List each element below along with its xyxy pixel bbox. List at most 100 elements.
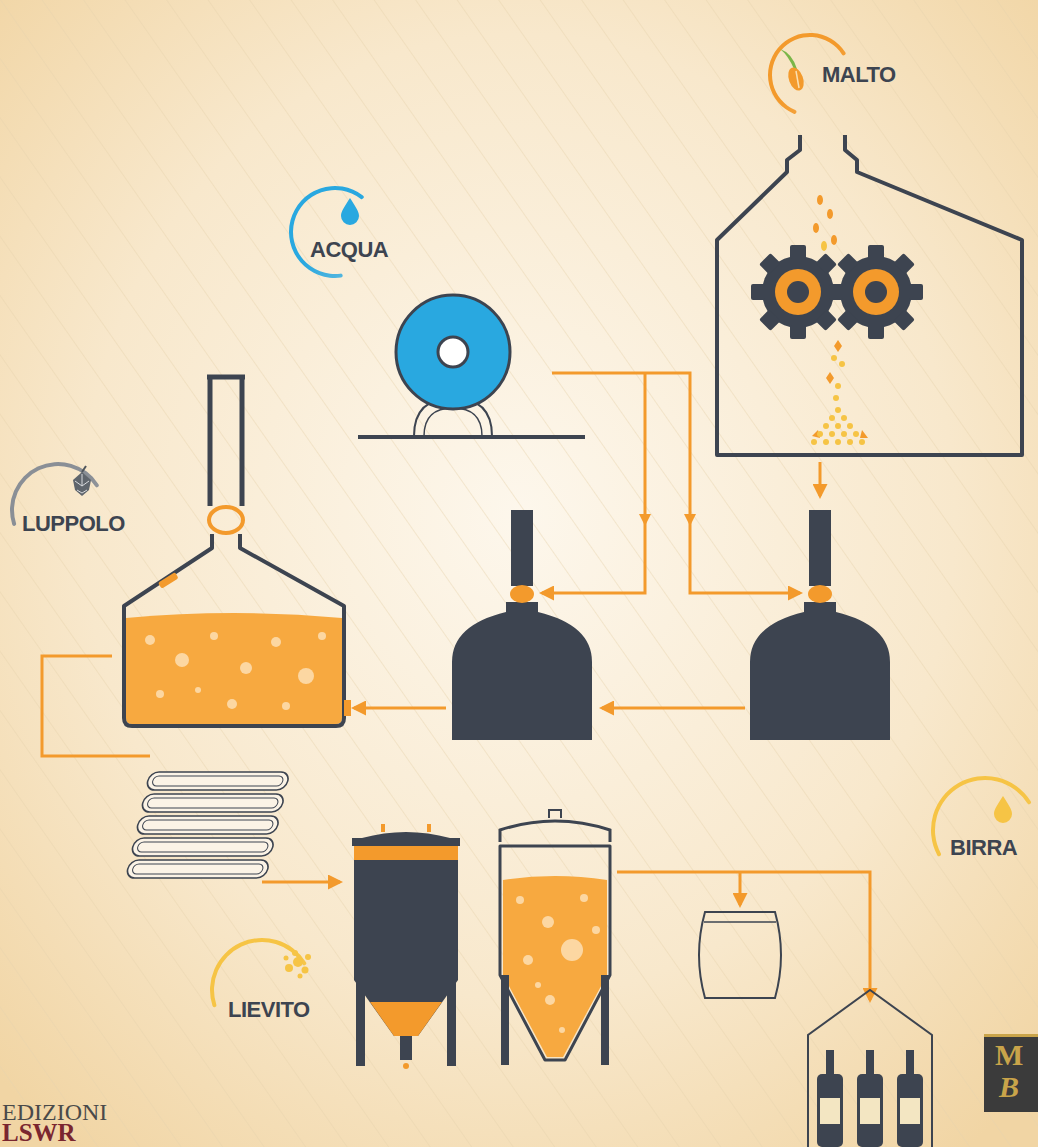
malt-mill	[834, 340, 842, 352]
water-pump	[424, 408, 482, 436]
flow-arrow	[639, 514, 651, 526]
fermenter-tank	[354, 860, 458, 980]
pipework	[542, 373, 645, 593]
fermenter-tank	[400, 1036, 412, 1060]
ingredient-icon	[73, 466, 91, 496]
ingredient-label: BIRRA	[950, 837, 1017, 859]
bottle-crate	[820, 1098, 840, 1124]
boil-kettle	[207, 377, 245, 506]
boil-kettle	[124, 534, 344, 726]
boil-kettle	[298, 668, 314, 684]
yeast-cell	[305, 954, 311, 960]
maturation-tank	[549, 810, 561, 818]
boil-kettle	[195, 687, 201, 693]
badge-arc	[289, 186, 364, 278]
maturation-tank	[500, 846, 610, 1060]
malt-mill	[841, 415, 847, 421]
yeast-cell	[292, 950, 298, 956]
malt-mill	[717, 135, 1022, 455]
logo-letter: B	[999, 1072, 1019, 1102]
maturation-tank	[601, 975, 609, 1065]
mash-tun	[808, 585, 832, 603]
publisher-logo: LSWR	[2, 1120, 76, 1145]
mash-tun	[750, 510, 890, 740]
fermenter-tank	[352, 838, 460, 846]
bottle-crate	[860, 1098, 880, 1124]
maturation-tank	[523, 955, 533, 965]
barrel	[699, 912, 781, 998]
badge-ring	[206, 934, 318, 1046]
malt-mill	[833, 395, 839, 401]
pipework	[819, 462, 822, 496]
boil-kettle	[158, 572, 179, 589]
wort-chiller	[131, 838, 275, 856]
pipework	[617, 872, 870, 1000]
boil-kettle	[240, 662, 252, 674]
boil-kettle	[145, 635, 155, 645]
badge-ring	[289, 186, 364, 278]
barrel	[704, 921, 776, 923]
malt-mill	[823, 439, 829, 445]
ingredient-badge: LUPPOLO	[6, 458, 129, 562]
boil-kettle	[156, 690, 164, 698]
maturation-tank	[542, 916, 554, 928]
boil-kettle	[344, 700, 351, 716]
fermenter-tank	[427, 824, 431, 832]
water-pump	[438, 337, 468, 367]
wort-chiller	[126, 772, 290, 878]
badge-ring	[210, 938, 311, 1007]
lauter-tun	[511, 510, 533, 586]
malt-mill	[831, 355, 837, 361]
barrel	[699, 912, 781, 998]
malt-mill	[835, 383, 841, 389]
ingredient-label: ACQUA	[310, 239, 388, 261]
bottle-crate	[900, 1098, 920, 1124]
malt-mill	[813, 223, 819, 233]
wort-chiller	[146, 772, 290, 790]
fermenter-tank	[362, 832, 450, 838]
malt-mill	[823, 423, 829, 429]
bottle-crate	[817, 1074, 843, 1147]
malt-mill	[827, 209, 833, 219]
boil-kettle	[318, 632, 326, 640]
fermenter-tank	[370, 1002, 442, 1036]
malt-mill	[835, 407, 841, 413]
logo-letter: M	[995, 1040, 1023, 1070]
ingredient-icon	[780, 49, 807, 93]
ingredient-icon	[284, 950, 312, 979]
ingredient-badge: BIRRA	[927, 772, 1038, 888]
mash-tun	[750, 602, 890, 740]
pipework	[739, 872, 742, 905]
bottle-crate	[826, 1050, 834, 1076]
boil-kettle	[145, 632, 326, 710]
yeast-cell	[285, 964, 293, 972]
malt-mill	[829, 415, 835, 421]
ingredient-badge: MALTO	[764, 29, 900, 121]
malt-mill	[853, 431, 859, 437]
ingredient-label: LIEVITO	[228, 999, 310, 1021]
ingredient-badge: LIEVITO	[206, 934, 318, 1046]
malt-mill	[839, 361, 845, 367]
pipework	[262, 881, 340, 884]
bottle-crate	[866, 1050, 874, 1076]
malt-mill	[831, 235, 837, 245]
maturation-tank	[561, 939, 583, 961]
malt-mill	[841, 431, 847, 437]
lauter-tun	[452, 510, 592, 740]
pipework	[42, 373, 870, 1000]
malt-mill	[812, 195, 868, 438]
bottle-crate	[857, 1074, 883, 1147]
maturation-tank	[503, 876, 607, 1057]
water-pump	[358, 295, 585, 437]
boil-kettle	[271, 637, 281, 647]
malt-mill	[835, 439, 841, 445]
wort-chiller	[141, 794, 285, 812]
wort-chiller	[136, 816, 280, 834]
badge-ring	[927, 772, 1038, 888]
malt-mill	[811, 439, 817, 445]
maturation-tank	[545, 995, 555, 1005]
yeast-cell	[302, 967, 309, 974]
pipework	[354, 707, 446, 710]
